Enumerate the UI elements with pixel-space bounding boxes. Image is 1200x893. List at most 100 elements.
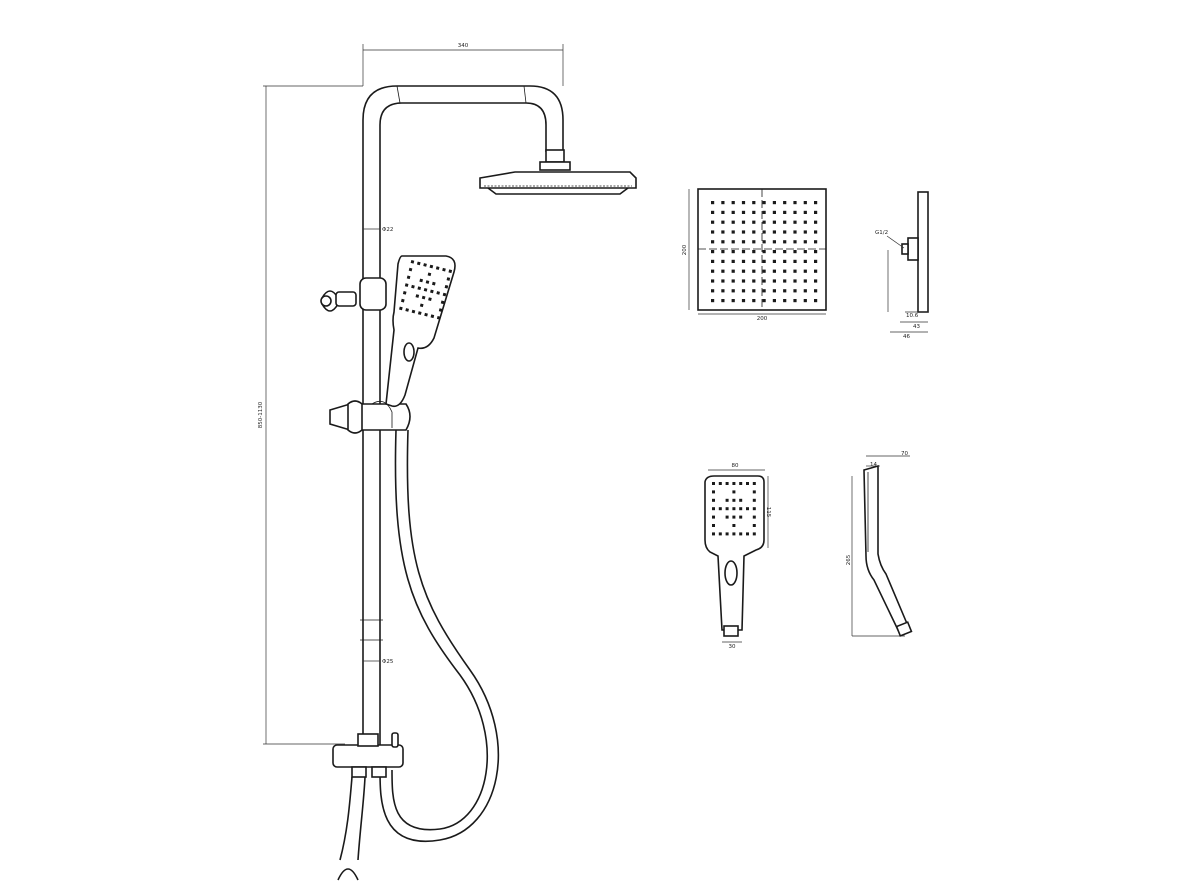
upper-holder-clip [359,277,387,311]
hand-side-depth-label: 14 [870,462,877,468]
head-nozzle [783,240,787,244]
head-nozzle [752,210,756,214]
tube-lower-dia-label: Φ25 [382,659,394,665]
head-nozzle [731,279,735,283]
flex-hose-inner [391,429,489,831]
mounted-nozzle [427,272,432,277]
side-depth-a-label: 43 [913,324,920,330]
head-nozzle [793,210,797,214]
mounted-nozzle [430,289,434,294]
hand-nozzle [712,507,715,511]
hand-shower-mounted-nozzles [399,259,453,320]
wall-bracket-cap [320,295,332,307]
riser-inner-outline [379,102,547,745]
head-nozzle [772,259,776,263]
head-nozzle [741,220,746,224]
hand-nozzle [732,532,736,536]
head-nozzle [814,201,818,205]
hand-nozzle [752,498,756,502]
head-nozzle [793,269,797,273]
head-nozzle [793,230,797,234]
hand-side-top-label: 70 [901,451,908,457]
hand-nozzle [712,532,715,536]
head-nozzle [803,240,807,244]
mounted-nozzle [411,309,416,314]
hand-nozzle [739,507,743,511]
mounted-nozzle [419,278,424,283]
hand-nozzle [746,507,749,511]
head-nozzle [793,299,797,303]
head-nozzle [783,259,787,263]
mounted-nozzle [399,306,403,311]
head-nozzle [711,269,715,273]
hand-nozzle [712,490,715,494]
mounted-nozzle [436,291,441,295]
head-nozzle [783,269,787,273]
head-nozzle [762,230,766,234]
head-nozzle [711,240,715,244]
head-nozzle [814,289,818,293]
hand-front-nozzles [712,482,756,536]
head-nozzle [793,289,797,293]
head-nozzle [721,201,725,205]
head-nozzle [741,230,746,234]
hand-nozzle [725,515,729,519]
mounted-nozzle [402,291,407,295]
mounted-nozzle [438,308,443,312]
hand-nozzle [725,532,729,536]
mounted-nozzle [429,264,434,269]
head-nozzle [721,289,725,293]
hand-nozzle [725,482,729,485]
head-nozzle [711,230,715,234]
head-nozzle [793,240,797,244]
hand-nozzle [752,507,756,511]
head-nozzle [762,201,766,205]
head-nozzle [731,289,735,293]
head-nozzle [752,220,756,224]
mounted-nozzle [410,259,415,264]
head-nozzle [752,240,756,244]
head-nozzle [803,269,807,273]
head-nozzle [752,279,756,283]
head-nozzle [721,269,725,273]
head-nozzle [741,269,746,273]
slide-holder-cradle [371,400,393,428]
head-nozzle [772,250,776,254]
head-nozzle [772,220,776,224]
head-nozzle [721,279,725,283]
head-nozzle [783,220,787,224]
mounted-nozzle [428,297,432,301]
mounted-nozzle [442,292,447,297]
hand-front-body [704,475,765,631]
head-side-connector [907,237,919,261]
hand-nozzle [712,515,715,519]
head-nozzle [741,201,746,205]
hand-front-button [724,560,738,586]
head-nozzle [721,230,725,234]
mounted-nozzle [425,280,430,284]
head-nozzle [752,289,756,293]
riser-outer-outline [362,85,564,745]
hand-front-view: 80 115 30 [704,463,771,650]
head-front-view: 200 200 [682,188,827,322]
hand-nozzle [752,482,756,485]
hand-side-connector [895,621,913,637]
head-nozzle [793,259,797,263]
head-nozzle [772,201,776,205]
head-nozzle [762,269,766,273]
overhead-shower-head [479,171,637,189]
head-nozzle [752,230,756,234]
head-nozzle [783,210,787,214]
head-nozzle [741,250,746,254]
head-side-label: 200 [682,244,688,255]
head-nozzle [762,220,766,224]
hand-nozzle [732,482,736,485]
head-nozzle [731,230,735,234]
tube-upper-dia-label: Φ22 [382,227,393,233]
head-nozzle [803,250,807,254]
head-nozzle [741,240,746,244]
hand-nozzle [718,482,722,485]
head-nozzle [741,259,746,263]
head-nozzle [814,259,818,263]
head-nozzle [803,279,807,283]
